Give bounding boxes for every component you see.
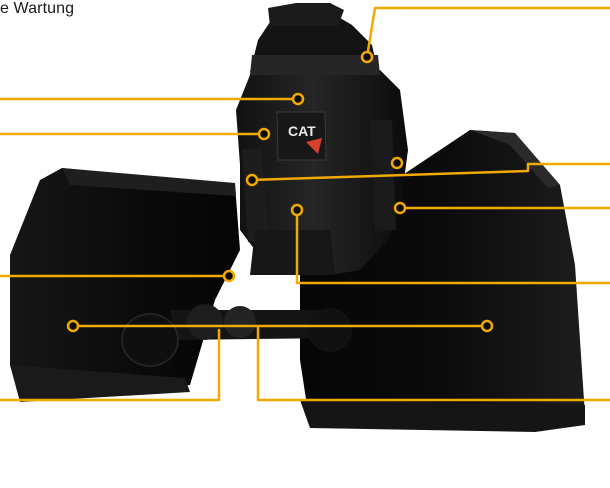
callout-marker-left-hinge xyxy=(222,269,236,283)
callout-line-rotator xyxy=(365,6,610,59)
hinge-bearing-right xyxy=(308,308,352,352)
caption-text: e Wartung xyxy=(0,0,75,17)
center-cylinder-shape xyxy=(250,230,335,275)
callout-lines xyxy=(0,6,610,402)
left-shell-rim xyxy=(62,168,236,196)
rotator-cap xyxy=(268,3,344,26)
bucket-illustration: CAT xyxy=(10,3,585,432)
right-shell-base xyxy=(300,400,585,432)
callout-marker-left-pivot xyxy=(245,173,259,187)
callout-marker-right-link xyxy=(393,201,407,215)
callout-marker-housing xyxy=(291,92,305,106)
rotator-ring xyxy=(250,55,380,75)
callout-markers xyxy=(66,50,494,333)
cat-badge: CAT xyxy=(276,111,327,161)
callout-marker-badge-mount xyxy=(257,127,271,141)
callout-marker-center-cylinder xyxy=(290,203,304,217)
callout-line-center-cylinder xyxy=(295,208,610,285)
left-shell xyxy=(10,168,240,400)
callout-line-pivots xyxy=(250,162,610,182)
hinge-bearing-center xyxy=(224,306,256,338)
left-shell-base xyxy=(10,365,190,402)
callout-line-left-bearing xyxy=(0,328,221,402)
hinge-bearing-left xyxy=(187,304,223,340)
shell-boss-left xyxy=(121,313,179,367)
callout-marker-right-pivot xyxy=(390,156,404,170)
right-shell-edge xyxy=(470,130,560,188)
callout-line-right-bearing xyxy=(256,324,610,402)
left-cylinder xyxy=(242,148,268,242)
callout-marker-rotator xyxy=(360,50,374,64)
callout-marker-left-shaft xyxy=(66,319,80,333)
cat-badge-label: CAT xyxy=(288,123,316,139)
callout-marker-right-shaft xyxy=(480,319,494,333)
